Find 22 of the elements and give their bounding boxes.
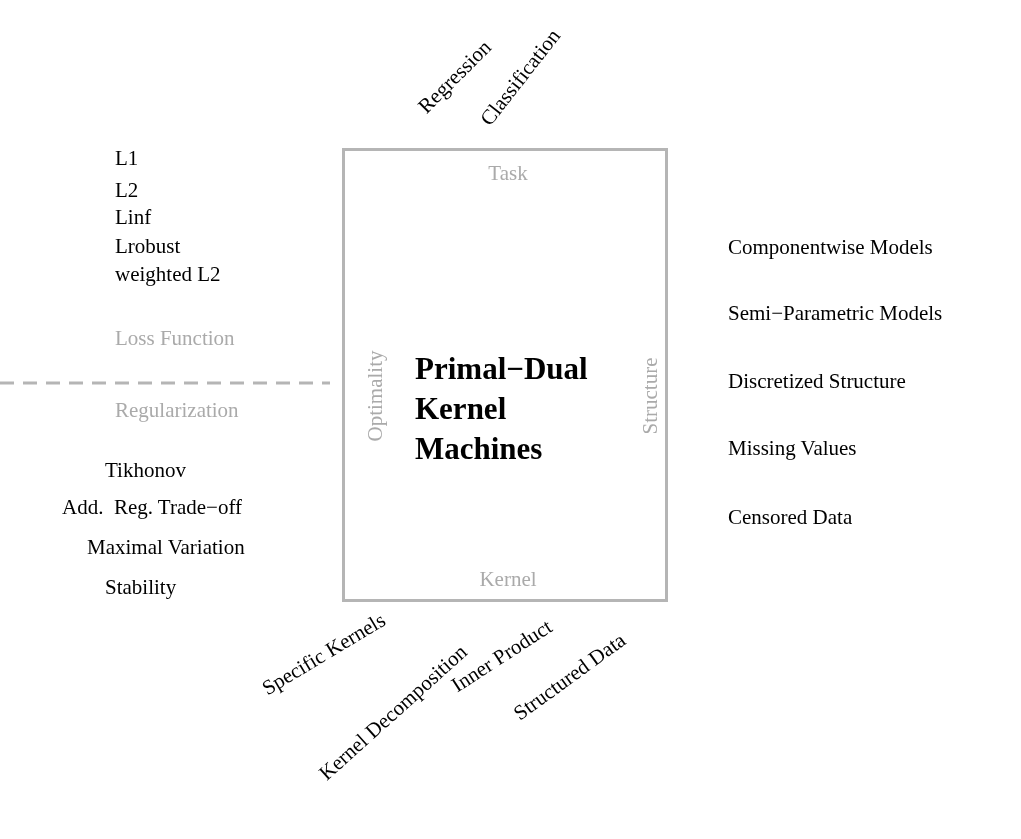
label-text: Add. Reg. Trade−off bbox=[62, 495, 243, 519]
label-text: Lrobust bbox=[115, 234, 181, 258]
label-text: L1 bbox=[115, 146, 139, 170]
label-text: Censored Data bbox=[728, 505, 853, 529]
label-text: Missing Values bbox=[728, 436, 857, 460]
box-label: Task bbox=[488, 161, 528, 185]
title-text: Primal−Dual Kernel Machines bbox=[415, 350, 585, 468]
label-text: L2 bbox=[115, 178, 139, 202]
label-text: Componentwise Models bbox=[728, 235, 933, 259]
label-text: Regularization bbox=[115, 398, 239, 422]
box-label: Optimality bbox=[363, 350, 387, 442]
label-text: Discretized Structure bbox=[728, 369, 906, 393]
label-text: Tikhonov bbox=[105, 458, 186, 482]
box-label: Structure bbox=[638, 357, 662, 435]
label-text: Maximal Variation bbox=[87, 535, 245, 559]
label-text: Linf bbox=[115, 205, 152, 229]
label-text: Stability bbox=[105, 575, 177, 599]
label-text: weighted L2 bbox=[115, 262, 221, 286]
label-text: Loss Function bbox=[115, 326, 235, 350]
label-text: Semi−Parametric Models bbox=[728, 301, 943, 325]
frame-box bbox=[342, 148, 668, 602]
box-label: Kernel bbox=[479, 567, 537, 591]
